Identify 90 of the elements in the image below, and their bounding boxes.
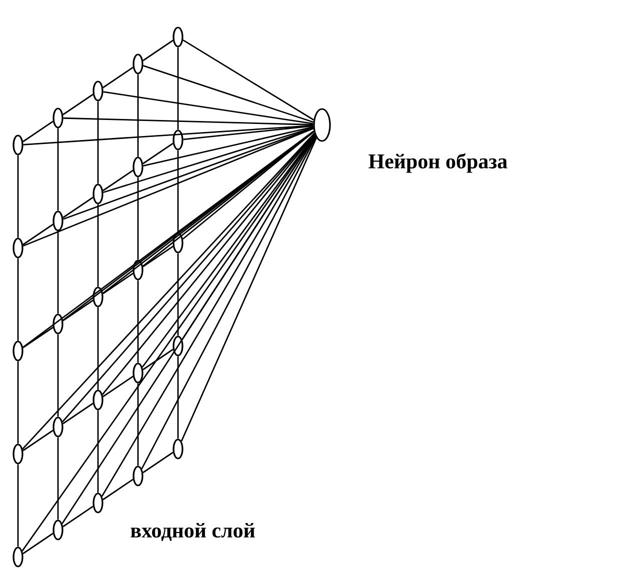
connection-line xyxy=(22,532,54,554)
input-neuron xyxy=(52,520,64,540)
connection-line xyxy=(62,94,94,116)
connection-line xyxy=(177,47,179,130)
connection-line xyxy=(137,280,139,363)
connection-line xyxy=(101,136,316,497)
connection-line xyxy=(57,231,59,314)
connection-line xyxy=(97,307,99,390)
connection-line xyxy=(102,478,134,500)
input-neuron xyxy=(52,108,64,128)
connection-line xyxy=(22,224,54,246)
connection-line xyxy=(177,253,179,336)
connection-line xyxy=(142,348,174,370)
connection-line xyxy=(143,65,314,123)
input-neuron xyxy=(52,210,64,232)
connection-line xyxy=(62,196,94,218)
input-neuron xyxy=(92,492,104,514)
connection-line xyxy=(17,361,19,444)
input-neuron xyxy=(132,156,144,178)
connection-line xyxy=(142,452,174,474)
input-neuron xyxy=(92,286,104,308)
input-neuron xyxy=(52,416,64,438)
connection-line xyxy=(102,376,134,398)
connection-line xyxy=(97,204,99,287)
input-neuron xyxy=(92,184,104,204)
input-neuron xyxy=(132,362,144,384)
input-neuron xyxy=(12,546,24,568)
connection-line xyxy=(180,138,317,442)
connection-line xyxy=(22,120,54,142)
input-neuron xyxy=(12,238,24,258)
connection-line xyxy=(97,101,99,184)
connection-line xyxy=(17,155,19,238)
input-neuron xyxy=(132,54,144,74)
connection-line xyxy=(62,130,314,321)
connection-line xyxy=(22,134,316,552)
connection-line xyxy=(62,127,314,220)
connection-line xyxy=(62,135,316,524)
layer-label: входной слой xyxy=(130,522,255,542)
input-neuron xyxy=(92,80,104,102)
connection-line xyxy=(141,136,316,470)
connection-line xyxy=(137,383,139,466)
input-neuron xyxy=(132,466,144,486)
connection-line xyxy=(102,170,134,192)
connection-line xyxy=(102,272,134,294)
connection-line xyxy=(137,74,139,157)
connection-line xyxy=(102,66,134,88)
connection-line xyxy=(17,258,19,341)
connection-line xyxy=(103,91,314,124)
connection-line xyxy=(137,177,139,260)
connection-line xyxy=(62,133,315,422)
connection-line xyxy=(62,300,94,322)
connection-line xyxy=(182,39,314,120)
connection-line xyxy=(22,130,314,348)
connection-line xyxy=(143,126,314,166)
connection-line xyxy=(22,326,54,348)
connection-line xyxy=(142,130,314,267)
connection-line xyxy=(182,131,314,240)
input-neuron xyxy=(12,340,24,362)
input-neuron xyxy=(92,390,104,410)
connection-line xyxy=(22,128,314,247)
connection-line xyxy=(57,128,59,211)
connection-line xyxy=(183,125,314,140)
connection-line xyxy=(142,40,174,62)
connection-line xyxy=(63,117,314,126)
connection-line xyxy=(62,506,94,528)
input-neuron xyxy=(172,336,184,356)
input-neuron xyxy=(172,26,184,48)
connection-line xyxy=(62,402,94,424)
input-neuron xyxy=(172,130,184,150)
connection-line xyxy=(177,356,179,439)
connection-line xyxy=(102,134,316,395)
connection-line xyxy=(177,150,179,233)
neuron-circle xyxy=(313,108,331,142)
input-neuron xyxy=(132,260,144,280)
connection-line xyxy=(142,142,174,164)
connection-line xyxy=(97,410,99,493)
connection-line xyxy=(22,430,54,452)
input-neuron xyxy=(12,444,24,464)
connection-line xyxy=(22,132,315,450)
connection-line xyxy=(57,437,59,520)
connection-line xyxy=(57,334,59,417)
input-neuron xyxy=(172,438,184,460)
connection-line xyxy=(103,127,314,194)
connection-line xyxy=(102,130,314,294)
input-neuron xyxy=(12,134,24,156)
connection-line xyxy=(142,246,174,268)
connection-line xyxy=(142,134,316,368)
input-neuron xyxy=(52,314,64,334)
connection-line xyxy=(17,464,19,547)
node-caption: Нейрон образа xyxy=(368,153,508,173)
